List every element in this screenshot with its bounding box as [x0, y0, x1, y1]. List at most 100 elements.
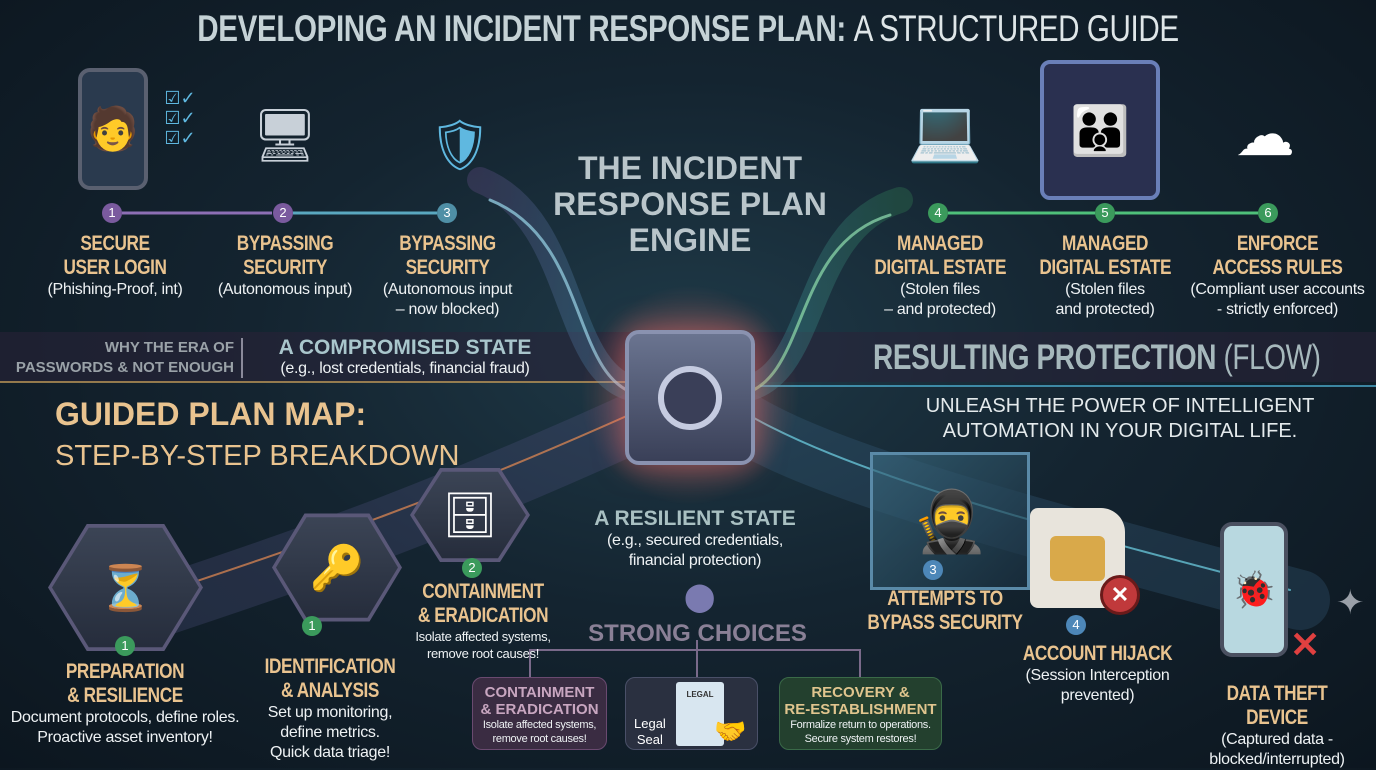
- phone-bug-icon: 🐞: [1220, 522, 1288, 657]
- resilient-title: A RESILIENT STATE: [594, 507, 796, 530]
- plan-step-containment: CONTAINMENT& ERADICATION Isolate affected…: [398, 580, 568, 662]
- step-badge: 3: [437, 203, 457, 223]
- page-title: DEVELOPING AN INCIDENT RESPONSE PLAN: A …: [138, 8, 1239, 50]
- step-badge: 4: [1066, 615, 1086, 635]
- legal-label-2: Seal: [636, 732, 663, 747]
- step-title: SECURITY: [243, 256, 327, 279]
- step-title: & ANALYSIS: [281, 679, 379, 702]
- step-sub: Document protocols, define roles.: [10, 709, 240, 726]
- step-title: MANAGED: [896, 232, 984, 255]
- step-sub: - strictly enforced): [1216, 301, 1339, 318]
- step-sub: define metrics.: [280, 724, 380, 741]
- choice-sub: Isolate affected systems,: [482, 719, 597, 731]
- legal-document-icon: LEGAL: [676, 682, 724, 746]
- threat-title: ACCOUNT HIJACK: [1022, 642, 1173, 665]
- step-sub: Isolate affected systems,: [415, 629, 551, 644]
- strong-choices-title: STRONG CHOICES: [588, 620, 807, 647]
- server-lock-hex-icon: 🗄: [410, 468, 530, 562]
- guided-plan-sub: STEP-BY-STEP BREAKDOWN: [55, 440, 460, 472]
- vault-icon: [625, 330, 755, 465]
- engine-title: THE INCIDENT RESPONSE PLAN ENGINE: [540, 150, 840, 258]
- choice-title: RECOVERY &: [811, 684, 910, 701]
- guided-plan-title: GUIDED PLAN MAP:: [55, 396, 367, 432]
- step-sub: Proactive asset inventory!: [37, 729, 213, 746]
- step-title: SECURE: [80, 232, 150, 255]
- compromised-sub: (e.g., lost credentials, financial fraud…: [280, 360, 530, 377]
- choice-title: CONTAINMENT: [484, 684, 595, 701]
- choice-title: & ERADICATION: [480, 701, 599, 718]
- checklist-icon: ☑✓☑✓☑✓: [164, 88, 196, 148]
- unleash-line-1: UNLEASH THE POWER OF INTELLIGENT: [925, 395, 1315, 417]
- blocked-x-icon: ✕: [1100, 575, 1140, 615]
- step-sub: – and protected): [884, 301, 996, 318]
- laptop-shield-icon: 💻: [907, 96, 983, 164]
- title-main: DEVELOPING AN INCIDENT RESPONSE PLAN:: [197, 8, 846, 49]
- step-badge: 1: [302, 616, 322, 636]
- step-title: ACCESS RULES: [1212, 256, 1343, 279]
- threat-sub: (Captured data -: [1221, 731, 1333, 748]
- engine-line-2: RESPONSE PLAN: [553, 186, 827, 222]
- resulting-accent: (FLOW): [1223, 338, 1321, 377]
- threat-title: DEVICE: [1246, 706, 1308, 729]
- compromised-state: A COMPROMISED STATE(e.g., lost credentia…: [245, 336, 565, 379]
- step-sub: and protected): [1055, 301, 1155, 318]
- location-pin-icon: ⬤: [684, 581, 716, 612]
- step-sub: (Autonomous input: [382, 281, 513, 298]
- legal-label-1: Legal: [634, 716, 666, 731]
- red-x-icon: ✕: [1290, 624, 1321, 665]
- engine-line-1: THE INCIDENT: [578, 150, 802, 186]
- step-badge: 3: [923, 560, 943, 580]
- unleash-line-2: AUTOMATION IN YOUR DIGITAL LIFE.: [942, 420, 1298, 442]
- plan-step-preparation: PREPARATION& RESILIENCE Document protocol…: [5, 660, 245, 748]
- resulting-protection-title: RESULTING PROTECTION (FLOW): [873, 338, 1321, 378]
- why-line-1: WHY THE ERA OF: [104, 339, 234, 356]
- choice-title: RE-ESTABLISHMENT: [784, 701, 937, 718]
- choice-sub: Formalize return to operations.: [790, 719, 931, 731]
- step-badge: 1: [115, 636, 135, 656]
- step-sub: (Stolen files: [1065, 281, 1145, 298]
- threat-sub: prevented): [1060, 687, 1135, 704]
- step-title: PREPARATION: [65, 660, 185, 683]
- threat-sub: (Session Interception: [1025, 667, 1170, 684]
- step-sub: remove root causes!: [426, 646, 540, 661]
- compromised-title: A COMPROMISED STATE: [278, 336, 532, 359]
- step-sub: (Autonomous input): [217, 281, 353, 298]
- step-badge: 2: [462, 558, 482, 578]
- step-sub: (Stolen files: [900, 281, 980, 298]
- step-title: & RESILIENCE: [67, 684, 183, 707]
- threat-title: BYPASS SECURITY: [867, 611, 1023, 634]
- step-title: DIGITAL ESTATE: [1039, 256, 1172, 279]
- hourglass-hex-icon: ⏳: [48, 524, 203, 651]
- step-sub: – now blocked): [395, 301, 500, 318]
- step-badge: 1: [102, 203, 122, 223]
- divider: [241, 338, 243, 378]
- step-title: USER LOGIN: [63, 256, 167, 279]
- legal-doc-text: LEGAL: [686, 690, 714, 699]
- threat-sub: blocked/interrupted): [1209, 751, 1345, 768]
- step-title: MANAGED: [1061, 232, 1149, 255]
- step-title: & ERADICATION: [417, 604, 549, 627]
- choice-sub: remove root causes!: [492, 733, 587, 745]
- devices-sync-icon: 🖥: [251, 106, 318, 165]
- hacker-glass-icon: 🥷: [870, 452, 1030, 590]
- step-title: BYPASSING: [399, 232, 496, 255]
- title-accent: A STRUCTURED GUIDE: [853, 8, 1179, 49]
- resilient-sub: financial protection): [628, 552, 762, 569]
- step-title: IDENTIFICATION: [264, 655, 396, 678]
- step-title: BYPASSING: [236, 232, 334, 255]
- step-title: CONTAINMENT: [422, 580, 544, 603]
- sparkle-icon: ✦: [1336, 584, 1365, 622]
